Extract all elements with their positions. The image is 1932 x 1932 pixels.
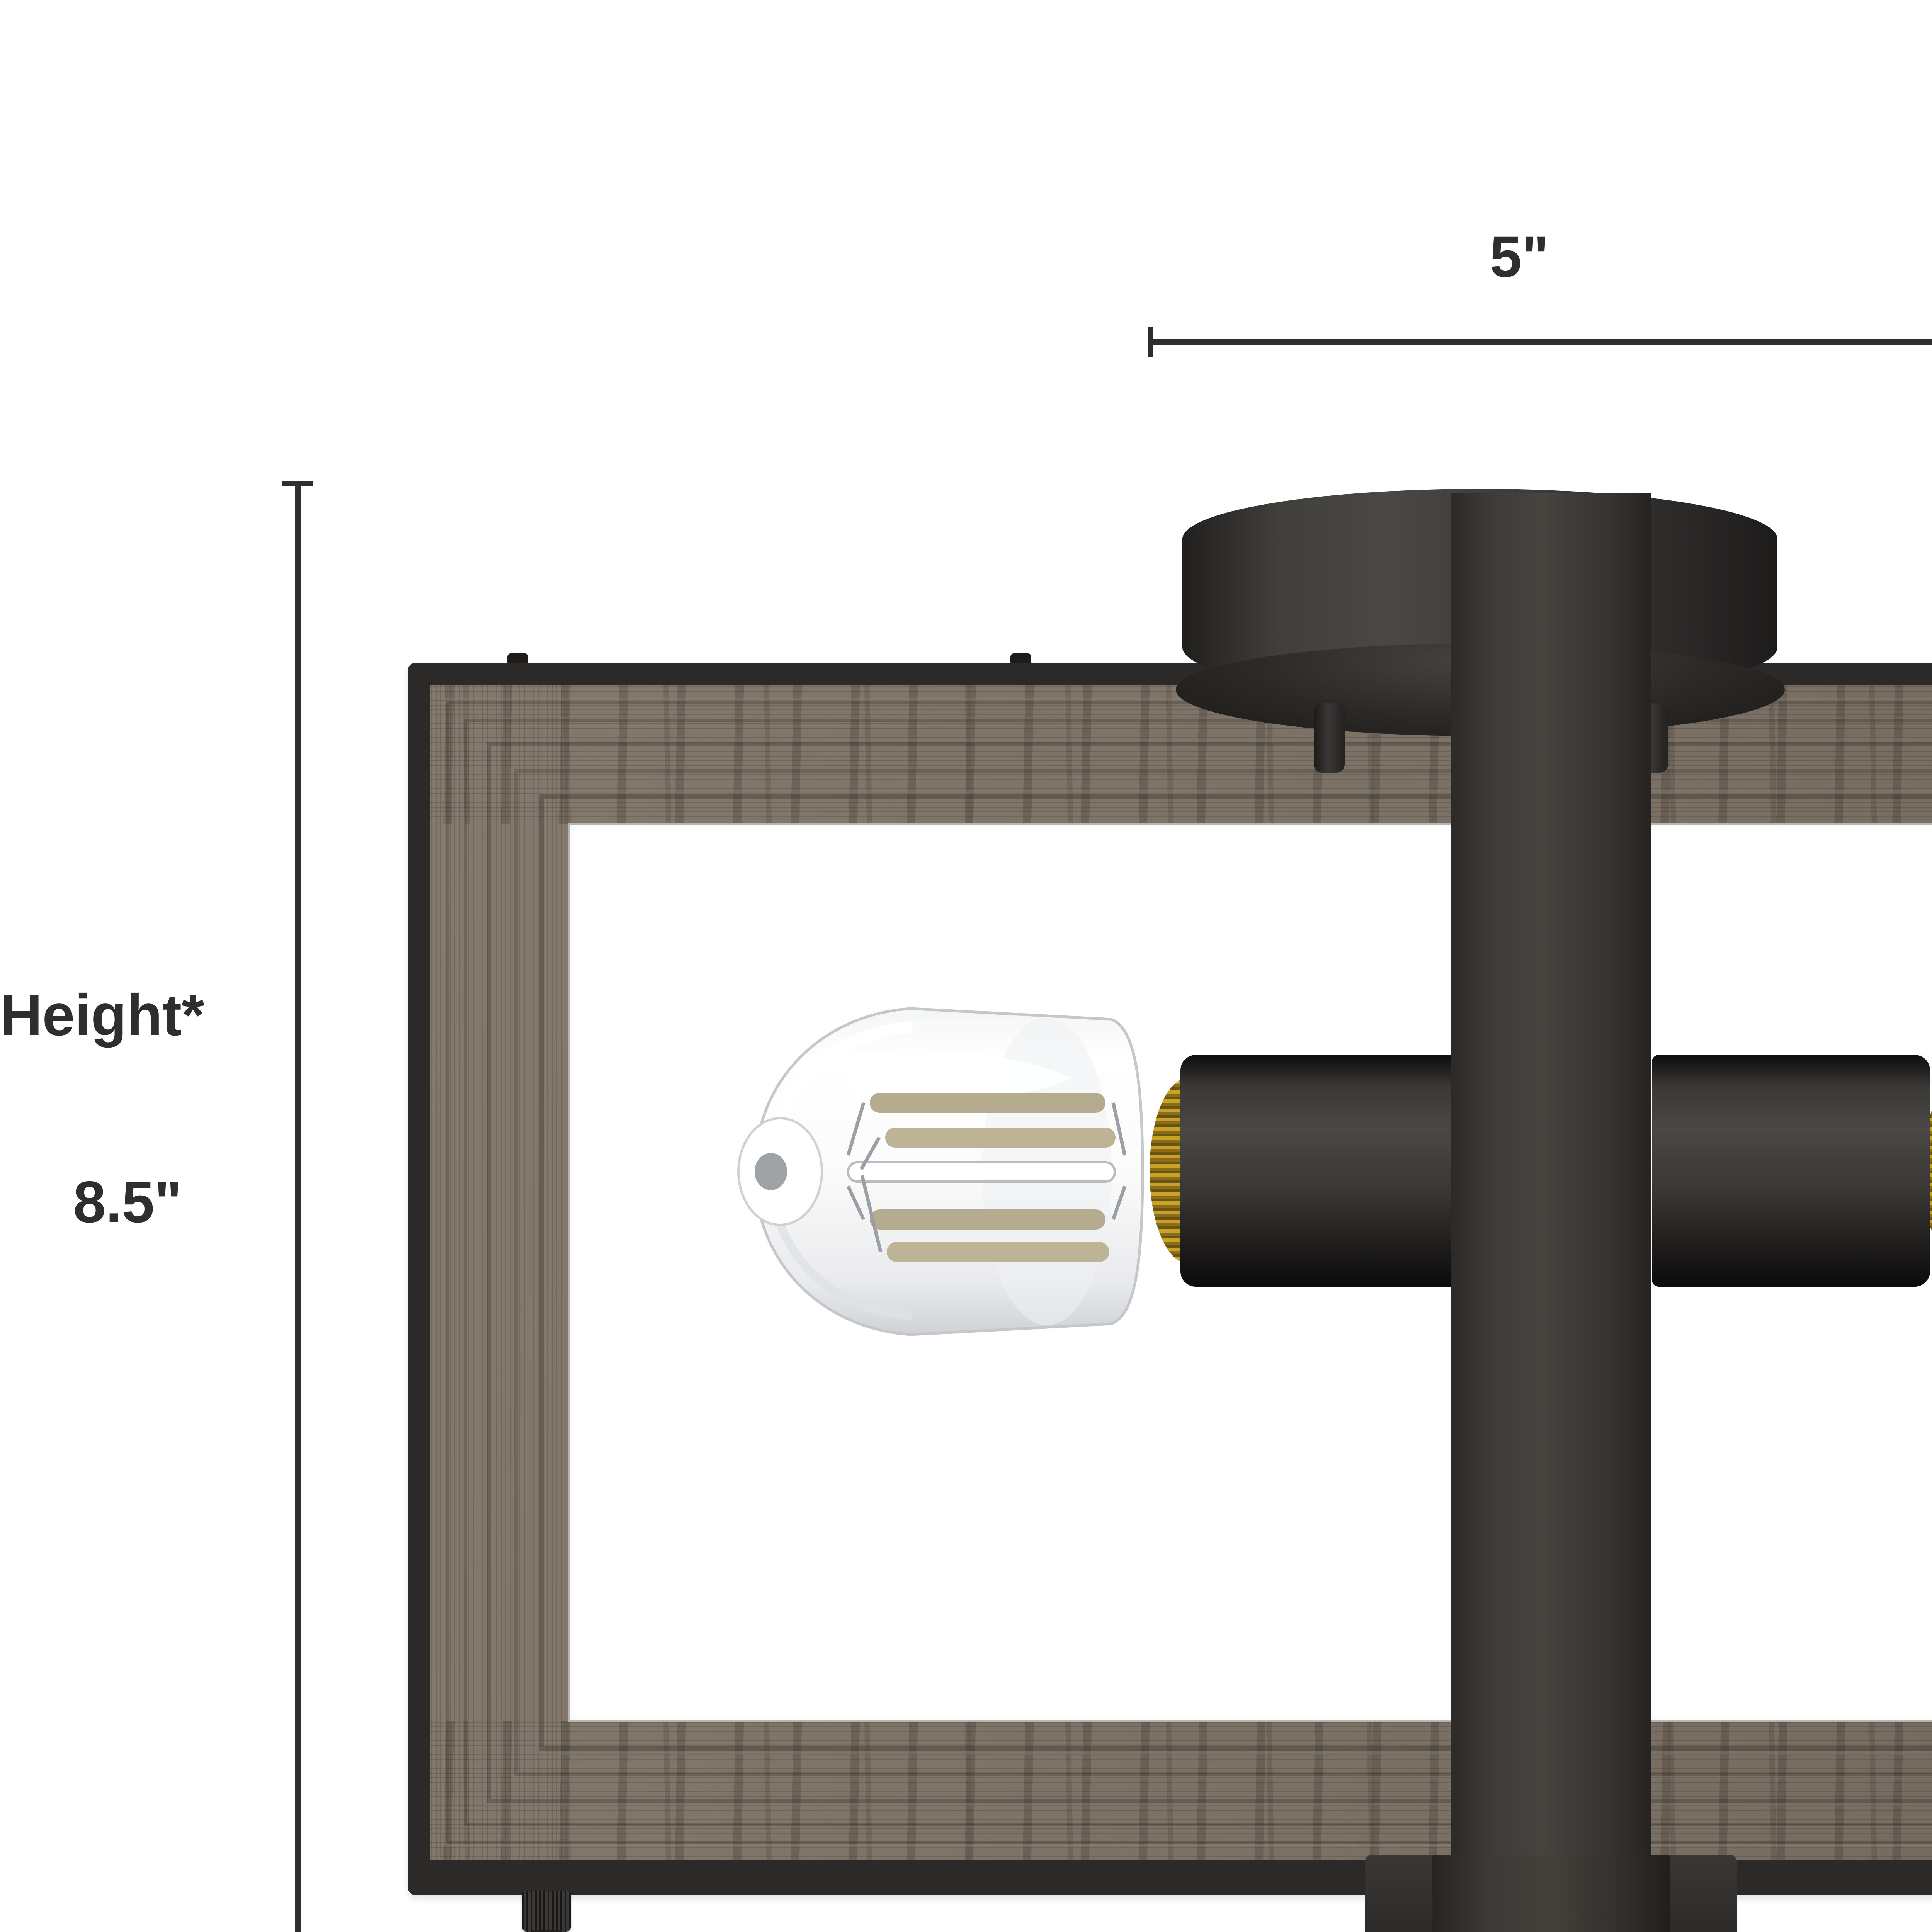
height-dimension-label-line1: Height*: [0, 982, 204, 1048]
bulb-left: [655, 939, 1165, 1405]
filament-stem: [847, 1161, 1116, 1183]
socket-left: [1180, 1055, 1459, 1287]
filament-rods: [870, 1093, 1116, 1262]
wood-grain-bottom: [430, 1721, 1932, 1860]
canopy-peg-left: [1314, 703, 1345, 773]
light-fixture-illustration: [408, 481, 1932, 1932]
frame-screw-nub: [1010, 653, 1031, 663]
height-dimension-label: Height* 8.5": [0, 860, 255, 1358]
wood-fleck-bottom: [430, 1721, 1932, 1860]
filament-wires: [846, 1102, 1127, 1253]
height-dimension-cap-top: [282, 481, 313, 486]
wood-grain-left: [430, 685, 569, 1860]
socket-right: [1652, 1055, 1930, 1287]
center-stem-bar: [1451, 493, 1651, 1932]
height-dimension-label-line2: 8.5": [73, 1169, 182, 1235]
top-dimension-line: [1148, 339, 1932, 345]
frame-foot-left: [522, 1891, 571, 1932]
frame-screw-nub: [507, 653, 528, 663]
top-dimension-cap-left: [1148, 327, 1153, 357]
stem-foot-block: [1432, 1855, 1670, 1932]
height-dimension-line: [295, 481, 301, 1932]
top-dimension-label: 5": [1490, 224, 1549, 289]
